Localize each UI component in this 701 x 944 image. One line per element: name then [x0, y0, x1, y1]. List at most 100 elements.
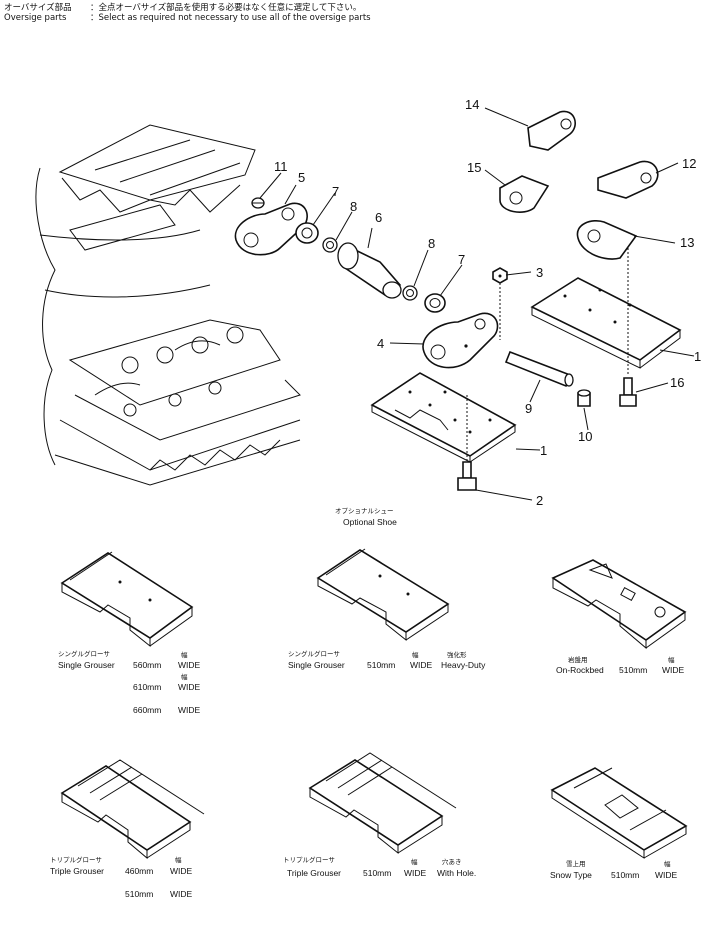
- variant-1-wide-3: WIDE: [178, 705, 201, 715]
- variant-4-width-jp: 幅: [175, 855, 182, 864]
- caption-snow-type: 雪上用 Snow Type 510mm 幅 WIDE: [550, 859, 678, 880]
- variant-1-wide-1: WIDE: [178, 660, 201, 670]
- caption-triple-grouser-460: トリプルグローサ Triple Grouser 460mm 幅 WIDE 510…: [50, 855, 193, 899]
- variant-4-wide-2: WIDE: [170, 889, 193, 899]
- variant-2-extra-jp: 強化形: [447, 650, 467, 659]
- oversize-label-en: Oversige parts: [4, 13, 67, 23]
- callout-4: 4: [377, 336, 384, 351]
- shoe-triple-grouser-460: [60, 759, 205, 860]
- variant-4-size-2: 510mm: [125, 889, 153, 899]
- variant-6-wide: WIDE: [655, 870, 678, 880]
- part-8-spacer-right: [402, 285, 418, 301]
- shoe-triple-grouser-with-hole: [308, 752, 457, 855]
- oversize-note-en: ：Select as required not necessary to use…: [90, 13, 371, 23]
- part-9-pin: [504, 350, 574, 388]
- oversize-note-jp: ：全点オーバサイズ部品を使用する必要はなく任意に選定して下さい。: [90, 3, 362, 13]
- callout-7-right: 7: [458, 252, 465, 267]
- caption-single-grouser-560: シングルグローサ Single Grouser 560mm 幅 WIDE 610…: [58, 649, 201, 715]
- variant-3-name: On-Rockbed: [556, 665, 604, 675]
- callout-1-center: 1: [540, 443, 547, 458]
- variant-5-width-jp: 幅: [411, 857, 418, 866]
- caption-on-rockbed: 岩盤用 On-Rockbed 510mm 幅 WIDE: [556, 655, 685, 675]
- part-7-seal-right: [424, 293, 446, 313]
- callout-9: 9: [525, 401, 532, 416]
- part-5-master-link: [234, 202, 308, 256]
- part-12-link: [597, 160, 659, 199]
- variant-1-width-jp-1: 幅: [181, 650, 188, 659]
- part-1-shoe-right: [530, 277, 682, 369]
- callout-16: 16: [670, 375, 684, 390]
- variant-5-extra-jp: 穴あき: [442, 857, 462, 866]
- callout-6: 6: [375, 210, 382, 225]
- variant-6-size: 510mm: [611, 870, 639, 880]
- part-11-seal: [251, 197, 265, 209]
- variant-4-size-1: 460mm: [125, 866, 153, 876]
- variant-6-name: Snow Type: [550, 870, 592, 880]
- variant-3-size: 510mm: [619, 665, 647, 675]
- callout-3: 3: [536, 265, 543, 280]
- track-assembly-illustration: [35, 124, 301, 486]
- variant-5-jp: トリプルグローサ: [283, 855, 335, 864]
- variant-1-width-jp-2: 幅: [181, 672, 188, 681]
- variant-1-wide-2: WIDE: [178, 682, 201, 692]
- part-7-seal-left: [295, 222, 319, 244]
- callout-5: 5: [298, 170, 305, 185]
- part-10-spacer: [577, 389, 591, 407]
- part-13-link: [576, 220, 638, 260]
- variant-2-name: Single Grouser: [288, 660, 345, 670]
- variant-2-jp: シングルグローサ: [288, 649, 340, 658]
- part-4-master-link: [422, 312, 499, 369]
- shoe-on-rockbed: [551, 559, 687, 650]
- variant-5-size: 510mm: [363, 868, 391, 878]
- part-1-shoe-center: [370, 372, 517, 463]
- variant-1-name: Single Grouser: [58, 660, 115, 670]
- callout-12: 12: [682, 156, 696, 171]
- optional-shoe-label: Optional Shoe: [343, 517, 397, 527]
- callout-8-left: 8: [350, 199, 357, 214]
- part-3-nut: [492, 267, 508, 340]
- part-16-bolt: [619, 240, 637, 407]
- variant-5-extra: With Hole.: [437, 868, 476, 878]
- callout-10: 10: [578, 429, 592, 444]
- callout-numbers: 1 1 2 3 4 5 6 7 7 8 8 9 10 11 12 13 14 1…: [274, 97, 701, 508]
- variant-3-wide: WIDE: [662, 665, 685, 675]
- callout-2: 2: [536, 493, 543, 508]
- variant-4-wide-1: WIDE: [170, 866, 193, 876]
- callout-13: 13: [680, 235, 694, 250]
- shoe-single-grouser-560: [60, 551, 194, 648]
- part-14-link: [527, 110, 576, 151]
- variant-2-width-jp: 幅: [412, 650, 419, 659]
- part-8-spacer-left: [322, 237, 338, 253]
- variant-1-size-2: 610mm: [133, 682, 161, 692]
- variant-3-width-jp: 幅: [668, 655, 675, 664]
- variant-5-wide: WIDE: [404, 868, 427, 878]
- variant-1-jp: シングルグローサ: [58, 649, 110, 658]
- variant-2-extra: Heavy-Duty: [441, 660, 486, 670]
- variant-6-width-jp: 幅: [664, 859, 671, 868]
- variant-2-size: 510mm: [367, 660, 395, 670]
- shoe-single-grouser-heavy-duty: [316, 548, 450, 642]
- variant-2-wide: WIDE: [410, 660, 433, 670]
- variant-5-name: Triple Grouser: [287, 868, 341, 878]
- part-6-bushing: [337, 242, 402, 299]
- shoe-snow-type: [550, 767, 688, 859]
- callout-7-left: 7: [332, 184, 339, 199]
- variant-6-jp: 雪上用: [566, 859, 586, 868]
- callout-1-right: 1: [694, 349, 701, 364]
- callout-11: 11: [274, 159, 288, 174]
- callout-15: 15: [467, 160, 481, 175]
- callout-8-right: 8: [428, 236, 435, 251]
- optional-shoe-label-jp: オプショナルシュー: [335, 507, 394, 515]
- variant-3-jp: 岩盤用: [568, 655, 588, 664]
- variant-1-size-1: 560mm: [133, 660, 161, 670]
- oversize-label-jp: オーバサイズ部品: [4, 3, 72, 13]
- caption-triple-grouser-with-hole: トリプルグローサ Triple Grouser 510mm 幅 WIDE 穴あき…: [283, 855, 476, 878]
- leader-lines: [259, 107, 695, 501]
- part-15-link: [499, 175, 550, 213]
- variant-1-size-3: 660mm: [133, 705, 161, 715]
- callout-14: 14: [465, 97, 479, 112]
- caption-single-grouser-heavy-duty: シングルグローサ Single Grouser 510mm 幅 WIDE 強化形…: [288, 649, 486, 670]
- variant-4-jp: トリプルグローサ: [50, 855, 102, 864]
- variant-4-name: Triple Grouser: [50, 866, 104, 876]
